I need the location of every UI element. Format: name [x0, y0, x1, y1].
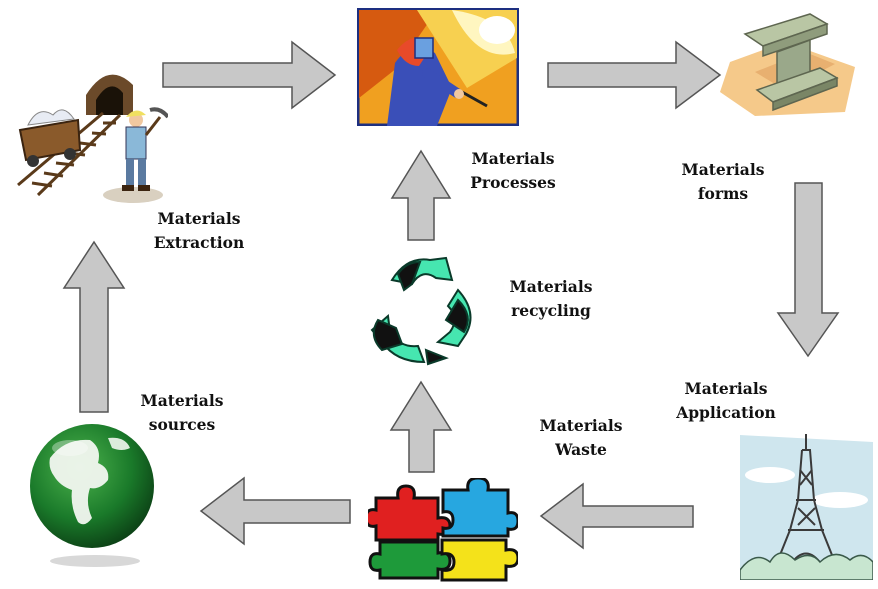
- arrow-application-to-waste: [539, 482, 694, 550]
- steel-beam-icon: [720, 13, 855, 116]
- eiffel-tower-icon: [740, 434, 873, 580]
- label-materials-application: Materials Application: [676, 379, 776, 422]
- puzzle-icon: [368, 478, 518, 582]
- label-materials-sources: Materials sources: [140, 391, 224, 434]
- recycle-icon: [370, 256, 472, 366]
- arrow-waste-to-sources: [199, 476, 351, 546]
- label-materials-processes: Materials Processes: [470, 149, 556, 192]
- arrow-waste-to-recycling: [389, 380, 453, 473]
- arrow-processes-to-forms: [547, 40, 722, 110]
- label-materials-waste: Materials Waste: [539, 416, 623, 459]
- arrow-recycling-to-processes: [390, 149, 452, 241]
- label-materials-extraction: Materials Extraction: [153, 209, 245, 252]
- welder-icon: [357, 8, 519, 126]
- arrow-forms-to-application: [776, 182, 840, 358]
- mining-icon: [17, 74, 168, 203]
- label-materials-forms: Materials forms: [681, 160, 765, 203]
- arrow-sources-to-extraction: [62, 240, 126, 413]
- globe-icon: [30, 424, 154, 567]
- label-materials-recycling: Materials recycling: [509, 277, 593, 320]
- arrow-extraction-to-processes: [162, 40, 337, 110]
